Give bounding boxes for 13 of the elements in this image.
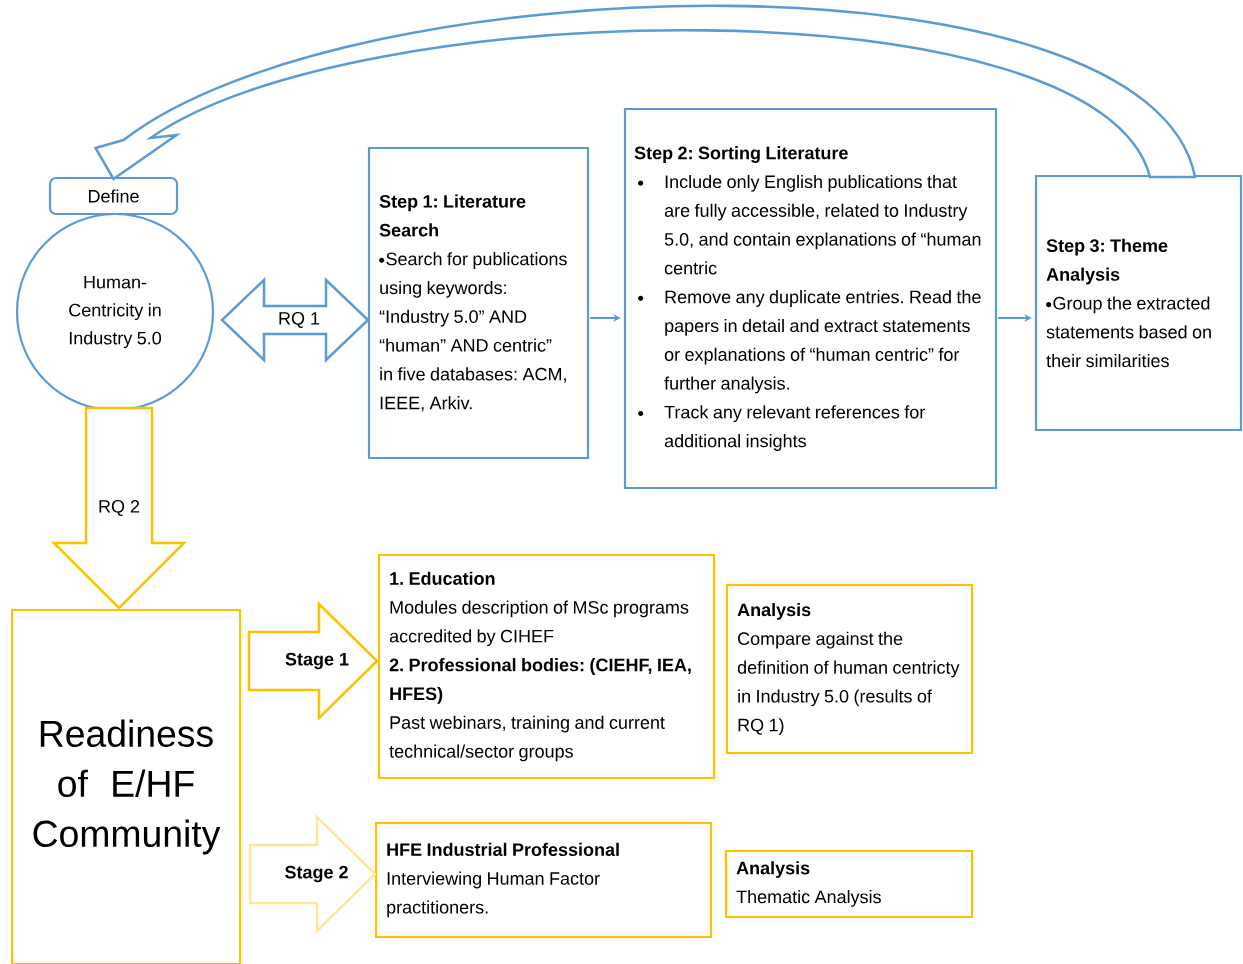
analysis-box: Analysis Thematic Analysis <box>724 849 974 919</box>
step-box: Step 3: Theme Analysis Group the extracted statements based on their similarities <box>1034 174 1243 432</box>
step-box: Step 1: Literature Search Search for publications using keywords: “Industry 5.0” AND “human” AND centric” in five databases: ACM, IEEE, Arkiv. <box>367 146 590 460</box>
step-box: Step 2: Sorting Literature Include only English publications that are fully accessible, related to Industry 5.0, and contain explanations of “human centric Remove any duplicate entries. Read the papers in detail and extract statements or explanations of “human centric” for further analysis. Track any relevant references for additional insights <box>623 107 998 490</box>
edge-label: Stage 1 <box>283 651 351 671</box>
topic-box: Readiness of E/HF Community <box>10 608 242 964</box>
stage-box: 1. Education Modules description of MSc programs accredited by CIHEF 2. Professional bodies: (CIEHF, IEA, HFES) Past webinars, training and current technical/sector groups <box>377 553 716 780</box>
curved-block-arrow <box>94 4 1197 181</box>
label-box: Define <box>48 176 179 216</box>
stage-box: HFE Industrial Professional Interviewing Human Factor practitioners. <box>374 821 713 939</box>
edge-label: Stage 2 <box>283 864 350 884</box>
analysis-box: Analysis Compare against the definition of human centricty in Industry 5.0 (results of RQ 1) <box>725 583 974 755</box>
block-arrow <box>51 406 188 610</box>
